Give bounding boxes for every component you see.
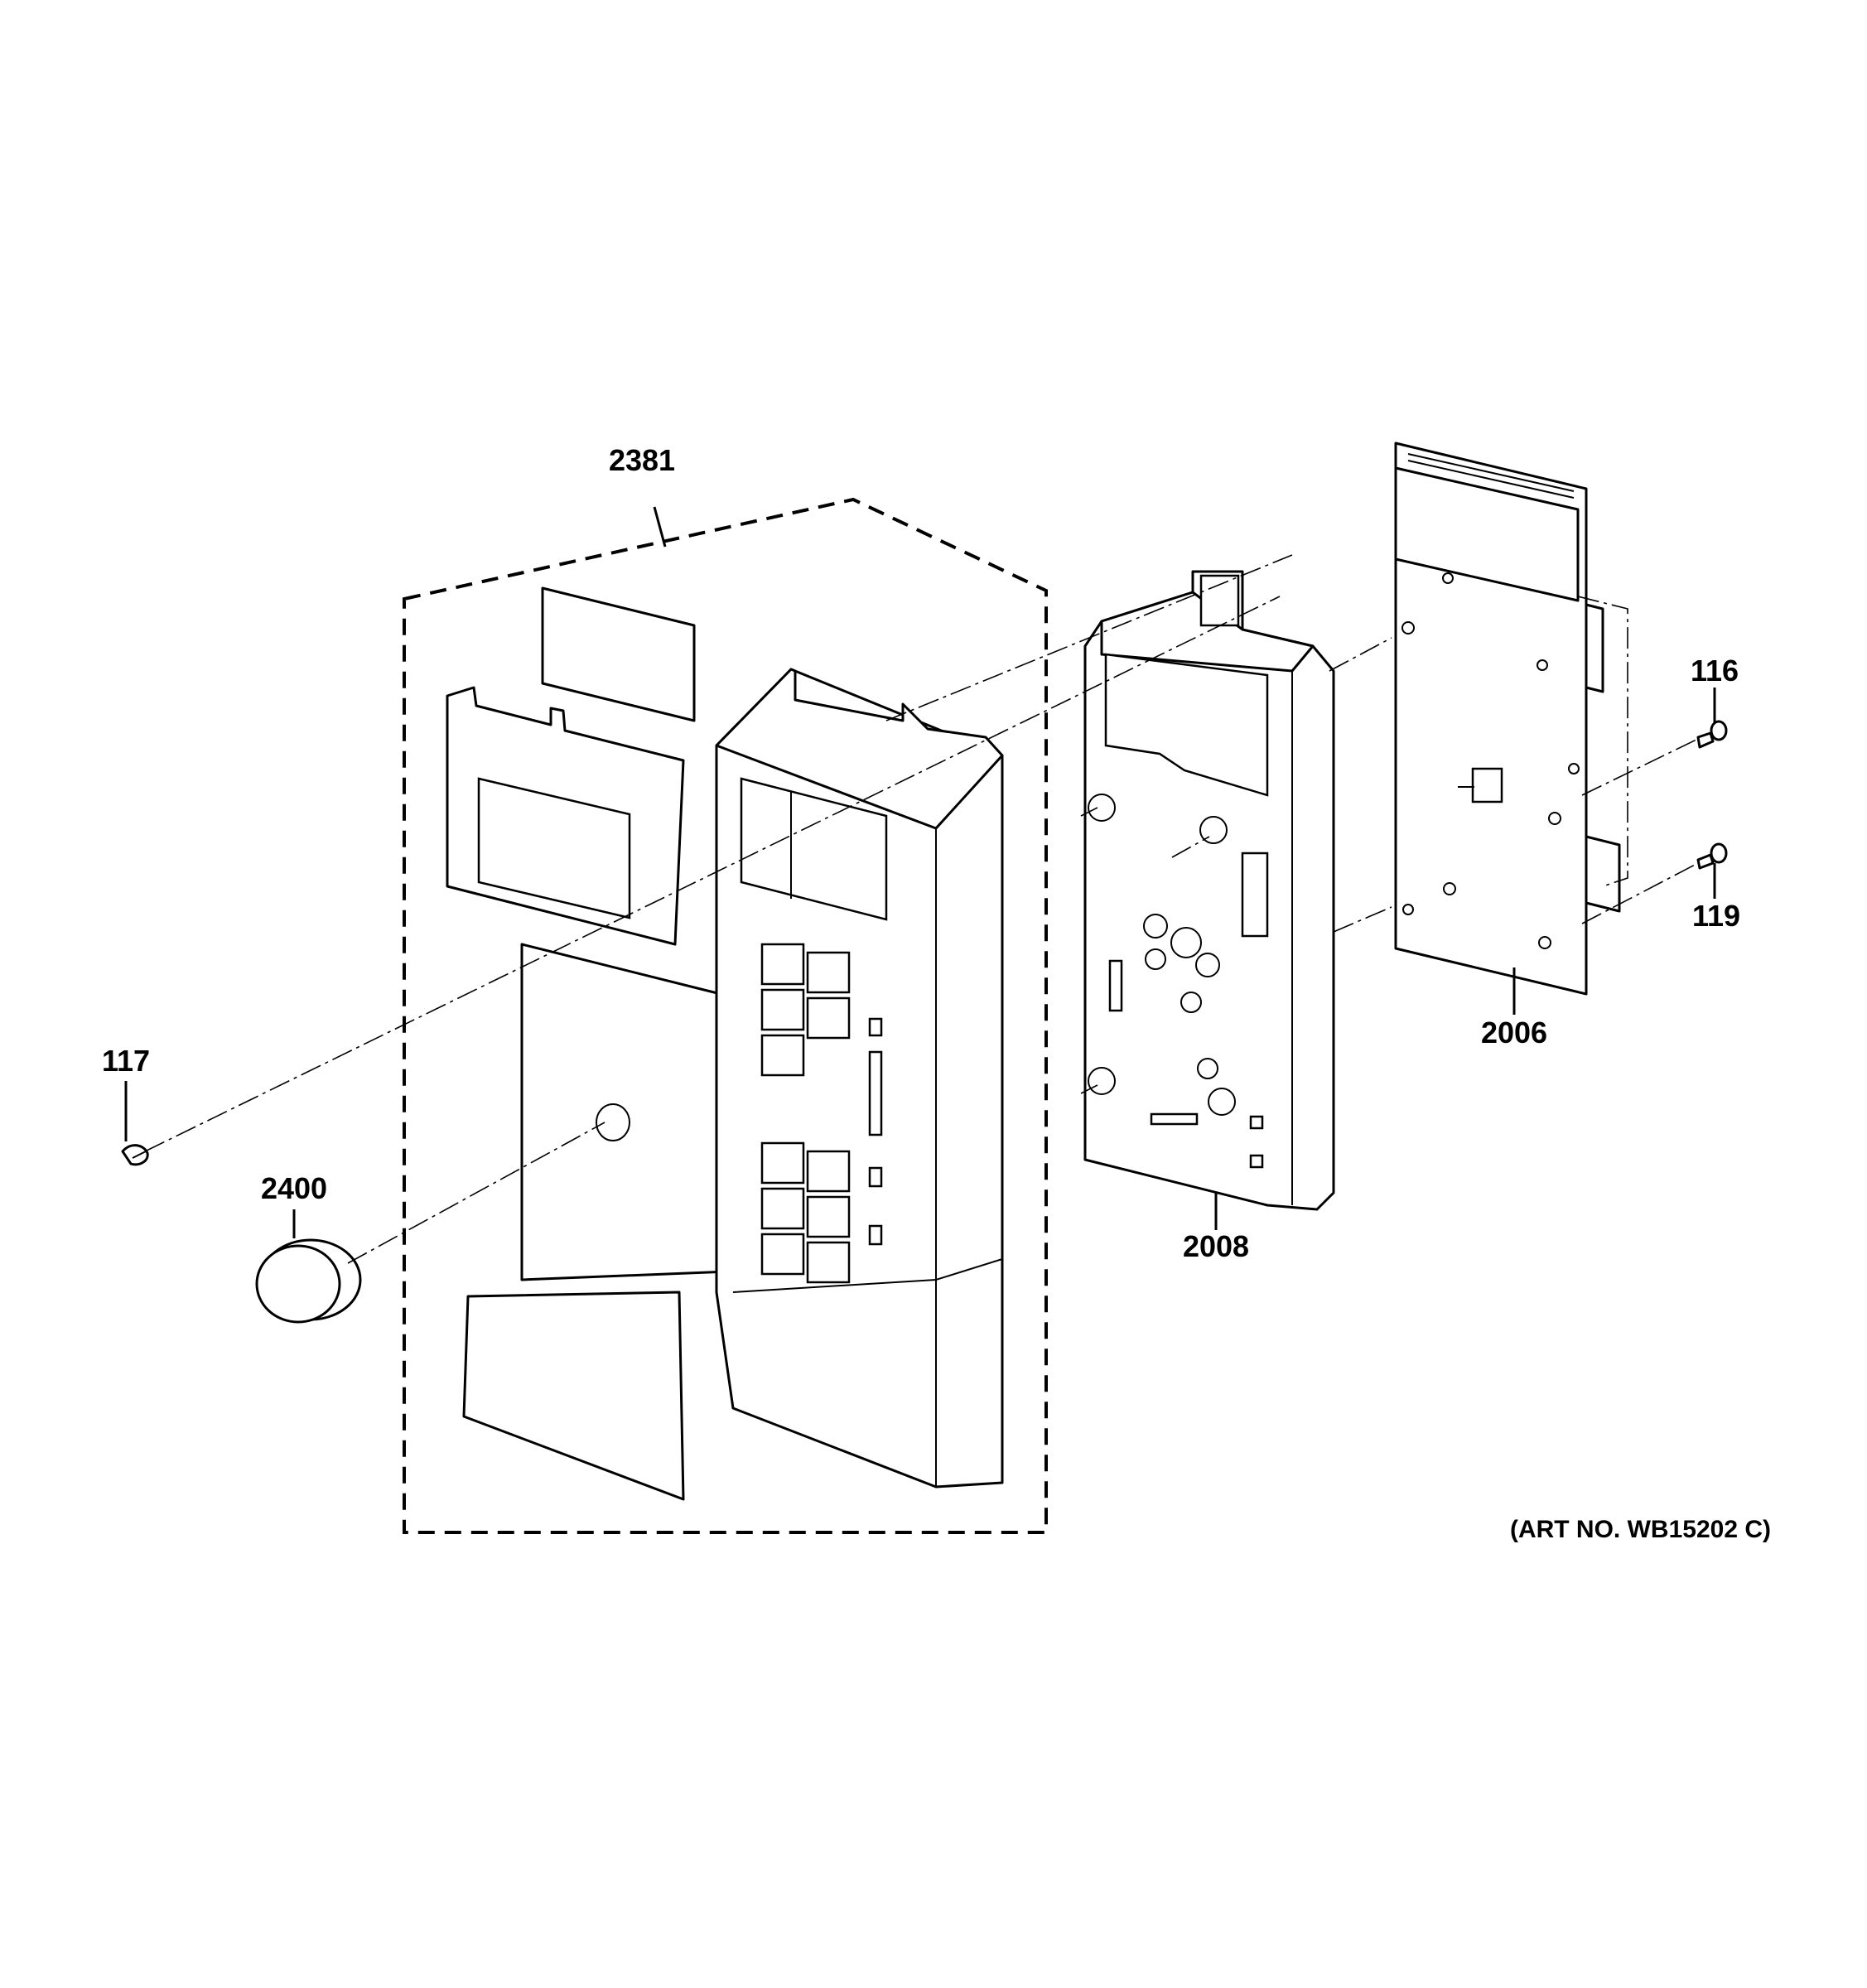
lower-trim-piece xyxy=(462,1291,685,1501)
knob-2400 xyxy=(255,1238,362,1324)
control-board-2006 xyxy=(1394,442,1621,996)
label-2381: 2381 xyxy=(609,443,675,477)
screw-117 xyxy=(121,1144,149,1166)
art-number: (ART NO. WB15202 C) xyxy=(1510,1516,1771,1543)
screw-119 xyxy=(1696,842,1728,870)
control-panel-frame xyxy=(715,668,1004,1489)
upper-trim-frame xyxy=(446,686,685,946)
callout-line-2381 xyxy=(653,506,667,548)
keypad-dial-hole xyxy=(596,1103,630,1141)
label-116: 116 xyxy=(1691,654,1739,688)
assembly-2381-boundary xyxy=(403,497,1048,1534)
bracket-2008 xyxy=(1083,570,1335,1211)
label-119: 119 xyxy=(1692,899,1740,933)
assembly-leader-lines xyxy=(144,554,1699,1264)
screw-116 xyxy=(1696,720,1728,749)
label-2400: 2400 xyxy=(261,1171,327,1205)
display-window-piece xyxy=(541,586,696,722)
label-2006: 2006 xyxy=(1481,1016,1547,1049)
label-2008: 2008 xyxy=(1183,1229,1249,1263)
label-117: 117 xyxy=(102,1044,150,1078)
